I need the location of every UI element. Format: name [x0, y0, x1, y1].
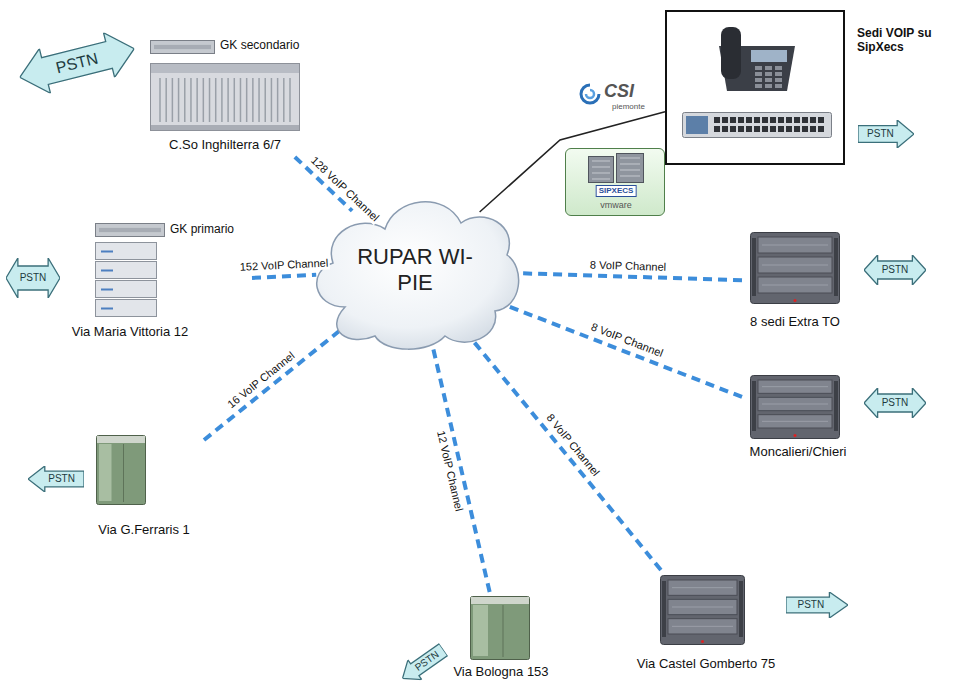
site-heading: GK secondario	[220, 38, 299, 52]
cabinet-icon	[470, 596, 530, 660]
node-label: PSTN	[882, 264, 909, 276]
pstn-arrow: PSTN	[864, 255, 926, 285]
voip-trunk	[468, 335, 661, 570]
voip-sites-box: Sedi VOIP su SipXecs	[665, 10, 845, 165]
logo-text: vmware	[600, 200, 632, 211]
channel-label: 8 VoIP Channel	[587, 320, 666, 361]
tower-icon	[95, 242, 157, 318]
channel-label: 8 VoIP Channel	[588, 258, 669, 273]
pstn-arrow: PSTN	[864, 388, 926, 418]
voip-trunk	[252, 275, 316, 278]
voip-trunk	[204, 325, 346, 440]
node-label: PSTN	[797, 599, 824, 611]
site-address: C.So Inghilterra 6/7	[169, 137, 281, 153]
pstn-arrow: PSTN	[6, 258, 60, 298]
site-address: Via Bologna 153	[453, 664, 548, 680]
site-server: 8 sedi Extra TO	[742, 228, 858, 336]
network-cloud: RUPAR WI-PIE	[305, 185, 525, 355]
voip-trunk	[514, 273, 742, 280]
node-label: PSTN	[20, 272, 47, 284]
pstn-arrow: PSTN	[786, 592, 848, 618]
bigserver-icon	[150, 63, 300, 131]
channel-label: 16 VoIP Channel	[224, 348, 299, 412]
cabinet-icon	[96, 435, 146, 505]
site-heading: GK primario	[170, 222, 234, 236]
node-label: PSTN	[48, 473, 75, 485]
site-server: Via Bologna 153	[445, 592, 557, 690]
pstn-arrow: PSTN	[28, 466, 84, 492]
pstn-arrow: PSTN	[858, 120, 914, 148]
rackserver-icon	[750, 375, 840, 439]
switch-icon	[682, 112, 832, 138]
site-address: Via Maria Vittoria 12	[72, 324, 189, 340]
logo-text: SIPXECS	[596, 185, 637, 197]
site-server: Moncalieri/Chieri	[742, 372, 858, 467]
channel-label: 8 VoIP Channel	[543, 410, 604, 480]
site-address: Moncalieri/Chieri	[750, 444, 847, 460]
channel-label: 152 VoIP Channel	[237, 257, 330, 274]
rack1u-icon	[95, 223, 165, 237]
site-address: Via Castel Gomberto 75	[637, 656, 776, 672]
pstn-arrow: PSTN	[396, 640, 451, 688]
pstn-arrow: PSTN	[14, 26, 140, 99]
site-address: 8 sedi Extra TO	[750, 314, 840, 330]
csi-logo-swirl	[581, 85, 599, 103]
logo-text: CSI	[604, 82, 634, 102]
phone-icon	[717, 24, 797, 94]
site-server: Via G.Ferraris 1	[86, 430, 204, 545]
voip-trunk	[432, 345, 489, 592]
channel-label: 12 VoIP Channel	[434, 428, 466, 515]
channel-label: 128 VoIP Channel	[307, 153, 383, 226]
voip-trunk	[503, 304, 742, 397]
logo-subtext: piemonte	[612, 103, 645, 112]
site-address: Via G.Ferraris 1	[98, 522, 190, 538]
node-label: PSTN	[882, 397, 909, 409]
datacenter-box: SIPXECS vmware	[565, 148, 665, 216]
site-server: Via Castel Gomberto 75	[632, 570, 780, 680]
box-heading: Sedi VOIP su SipXecs	[857, 26, 952, 55]
servers2-icon	[588, 153, 644, 183]
rackserver-icon	[750, 232, 840, 304]
gatekeeper-site: GK primarioVia Maria Vittoria 12	[62, 220, 252, 345]
rack1u-icon	[150, 40, 215, 54]
node-label: RUPAR WI-PIE	[355, 244, 475, 297]
rackserver-icon	[660, 575, 745, 645]
gatekeeper-site: GK secondarioC.So Inghilterra 6/7	[145, 35, 315, 157]
node-label: PSTN	[867, 128, 894, 140]
